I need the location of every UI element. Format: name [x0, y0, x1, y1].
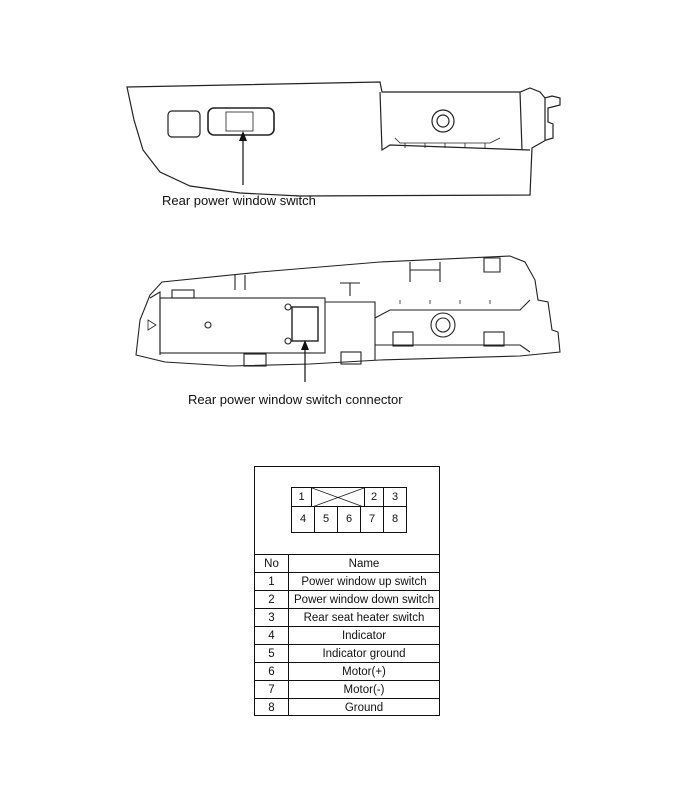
row-name: Rear seat heater switch	[288, 608, 439, 627]
row-name: Motor(+)	[288, 662, 439, 681]
switch-panel-bottom-view	[135, 255, 561, 382]
row-name: Power window up switch	[288, 572, 439, 591]
pin-2: 2	[364, 488, 384, 507]
table-header-row: No Name	[255, 554, 439, 573]
row-no: 6	[255, 662, 289, 681]
header-no: No	[255, 554, 289, 573]
pin-blank-cross	[312, 488, 364, 507]
row-no: 4	[255, 626, 289, 645]
pin-6: 6	[338, 507, 361, 532]
pin-5: 5	[315, 507, 338, 532]
switch-label: Rear power window switch	[162, 193, 316, 208]
connector-label: Rear power window switch connector	[188, 392, 403, 407]
row-name: Indicator ground	[288, 644, 439, 663]
pin-1: 1	[292, 488, 312, 507]
switch-panel-top-view	[126, 81, 561, 197]
row-no: 3	[255, 608, 289, 627]
row-no: 2	[255, 590, 289, 609]
row-no: 8	[255, 698, 289, 716]
pin-4: 4	[292, 507, 315, 532]
row-name: Ground	[288, 698, 439, 716]
row-no: 1	[255, 572, 289, 591]
pin-7: 7	[361, 507, 384, 532]
row-name: Indicator	[288, 626, 439, 645]
row-name: Motor(-)	[288, 680, 439, 699]
pin-8: 8	[391, 513, 399, 525]
row-no: 5	[255, 644, 289, 663]
row-name: Power window down switch	[288, 590, 439, 609]
row-no: 7	[255, 680, 289, 699]
connector-face: 1 2 3 4 5 6 7 8	[291, 487, 407, 533]
pin-3: 3	[384, 488, 406, 507]
header-name: Name	[288, 554, 439, 573]
